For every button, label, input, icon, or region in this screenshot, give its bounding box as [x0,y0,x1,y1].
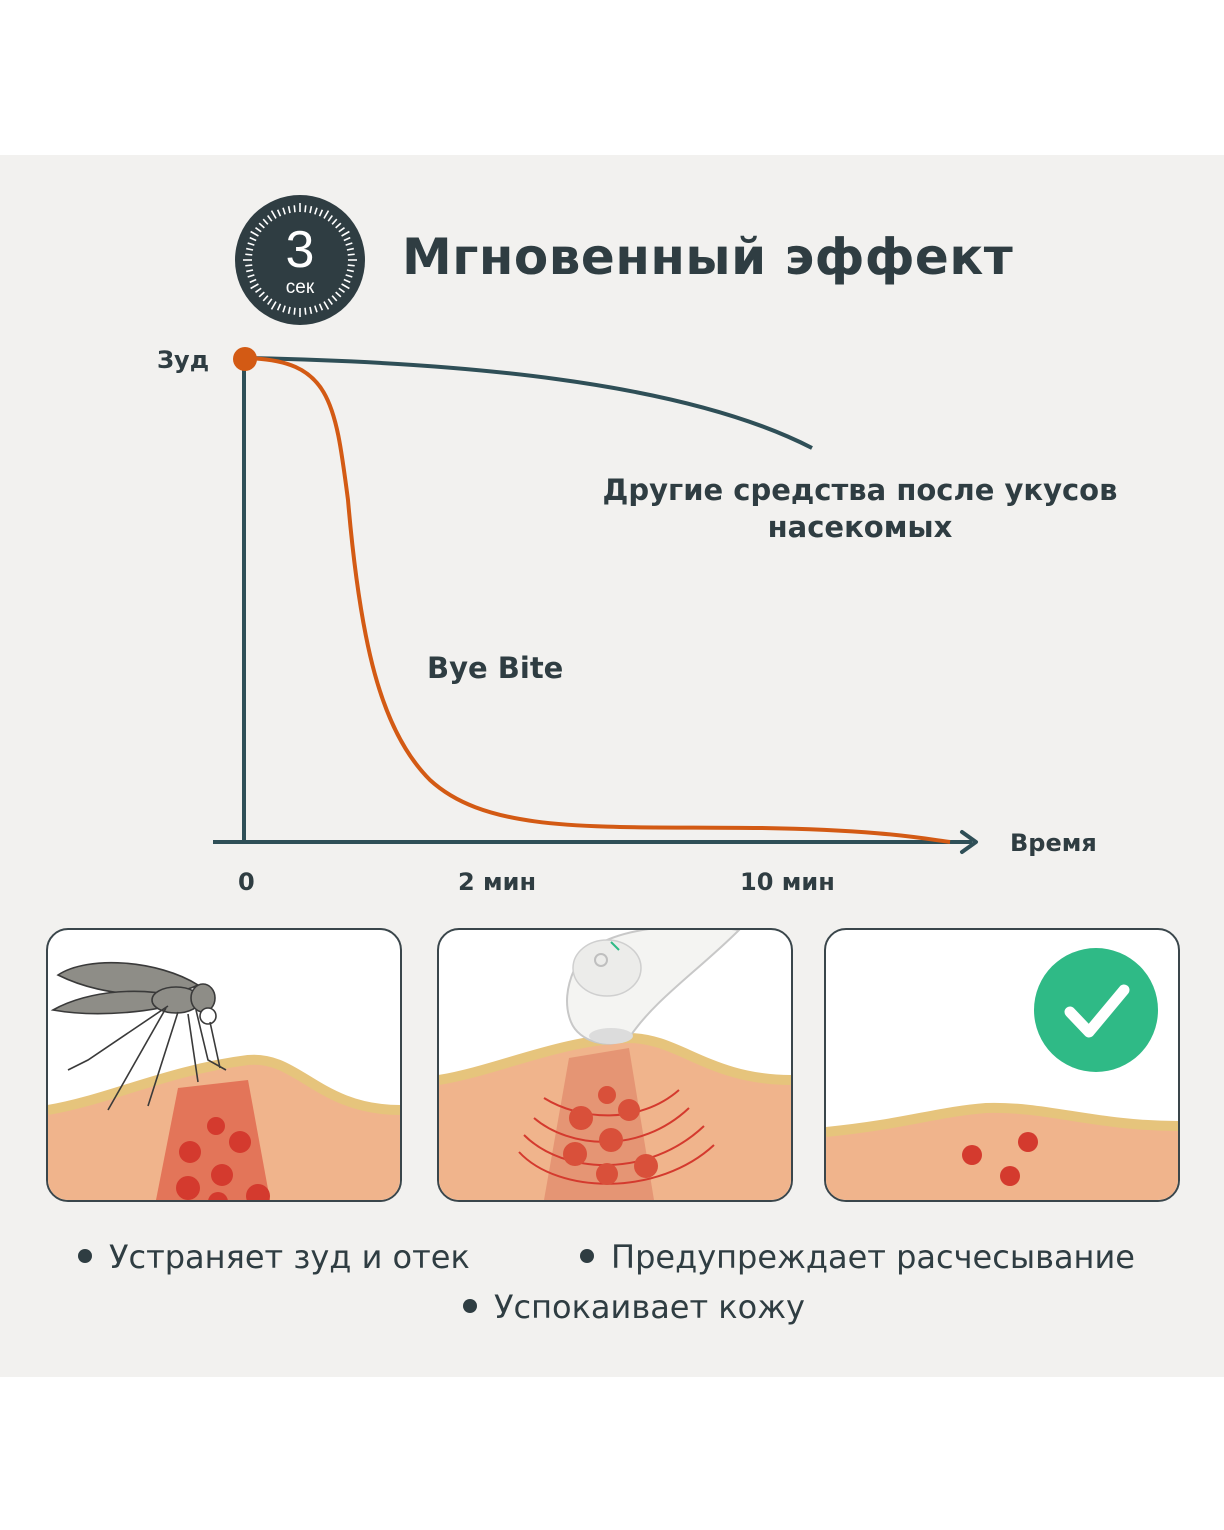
mosquito-icon [50,961,227,1111]
stopwatch-tick [341,283,350,290]
badge-number: 3 [286,221,315,279]
stopwatch-tick [249,236,257,242]
stopwatch-tick [304,205,307,213]
stopwatch-icon: 3 сек [235,195,365,325]
x-axis-label: Время [1010,829,1097,857]
stopwatch-tick [346,269,354,273]
stopwatch-tick [255,227,262,233]
stopwatch-badge: 3 сек [235,195,365,325]
stopwatch-tick [343,278,351,284]
stopwatch-tick [327,298,333,305]
stopwatch-tick [331,295,338,302]
check-icon [1034,948,1158,1072]
stopwatch-tick [249,278,257,284]
benefit-text: Устраняет зуд и отек [109,1238,470,1276]
stopwatch-tick [262,295,269,302]
stopwatch-tick [258,222,265,229]
itch-chart [213,347,978,854]
stopwatch-tick [258,291,265,298]
stopwatch-tick [323,301,330,310]
badge-unit: сек [286,277,315,298]
stopwatch-tick [335,291,342,298]
bye-bite-label: Bye Bite [427,651,564,685]
tick-label: 10 мин [740,868,835,896]
benefit-item: Предупреждает расчесывание [580,1238,1135,1276]
stopwatch-tick [318,209,324,217]
tick-label: 0 [238,868,255,896]
stopwatch-tick [247,274,255,278]
stopwatch-tick [270,210,277,219]
stopwatch-tick [276,209,282,217]
tick-label: 2 мин [458,868,537,896]
stopwatch-tick [341,230,350,237]
bullet-dot [78,1249,92,1263]
stopwatch-tick [246,247,254,251]
stopwatch-tick [246,269,254,273]
stopwatch-tick [309,206,313,214]
stopwatch-tick [293,307,296,315]
stopwatch-tick [338,227,345,233]
treatment-card [437,928,793,1202]
benefit-item: Успокаивает кожу [463,1288,805,1326]
stopwatch-tick [247,242,255,246]
stopwatch-tick [346,247,354,251]
stopwatch-tick [287,306,291,314]
x-axis-arrow [960,830,978,854]
bite-card [46,928,402,1202]
stopwatch-tick [282,305,286,313]
result-card [824,928,1180,1202]
stopwatch-tick [318,303,324,311]
stopwatch-tick [267,298,273,305]
stopwatch-tick [262,218,269,225]
stopwatch-tick [338,287,345,293]
stopwatch-tick [287,206,291,214]
stopwatch-tick [335,222,342,229]
stopwatch-tick [331,218,338,225]
bullet-dot [580,1249,594,1263]
device-icon [566,930,741,1045]
stopwatch-tick [347,253,355,256]
stopwatch-tick [276,303,282,311]
benefit-text: Успокаивает кожу [494,1288,805,1326]
stopwatch-tick [250,283,259,290]
stopwatch-tick [323,210,330,219]
stopwatch-tick [314,207,318,215]
stopwatch-tick [309,306,313,314]
stopwatch-tick [347,264,355,267]
y-axis-label: Зуд [157,346,210,374]
stopwatch-tick [343,236,351,242]
stopwatch-tick [314,305,318,313]
stopwatch-tick [270,301,277,310]
page-title: Мгновенный эффект [402,228,1014,286]
bye-bite-curve [245,356,951,844]
stopwatch-tick [327,215,333,222]
stopwatch-tick [245,253,253,256]
benefit-text: Предупреждает расчесывание [611,1238,1135,1276]
other-products-label: Другие средства после укусов насекомых [602,473,1118,544]
stopwatch-tick [245,264,253,267]
stopwatch-tick [282,207,286,215]
benefit-item: Устраняет зуд и отек [78,1238,470,1276]
bullet-dot [463,1299,477,1313]
stopwatch-tick [304,307,307,315]
other-curve [245,356,813,450]
stopwatch-tick [345,274,353,278]
stopwatch-tick [250,230,259,237]
stopwatch-tick [345,242,353,246]
stopwatch-tick [293,205,296,213]
stopwatch-tick [267,215,273,222]
start-point [233,347,257,371]
stopwatch-tick [255,287,262,293]
